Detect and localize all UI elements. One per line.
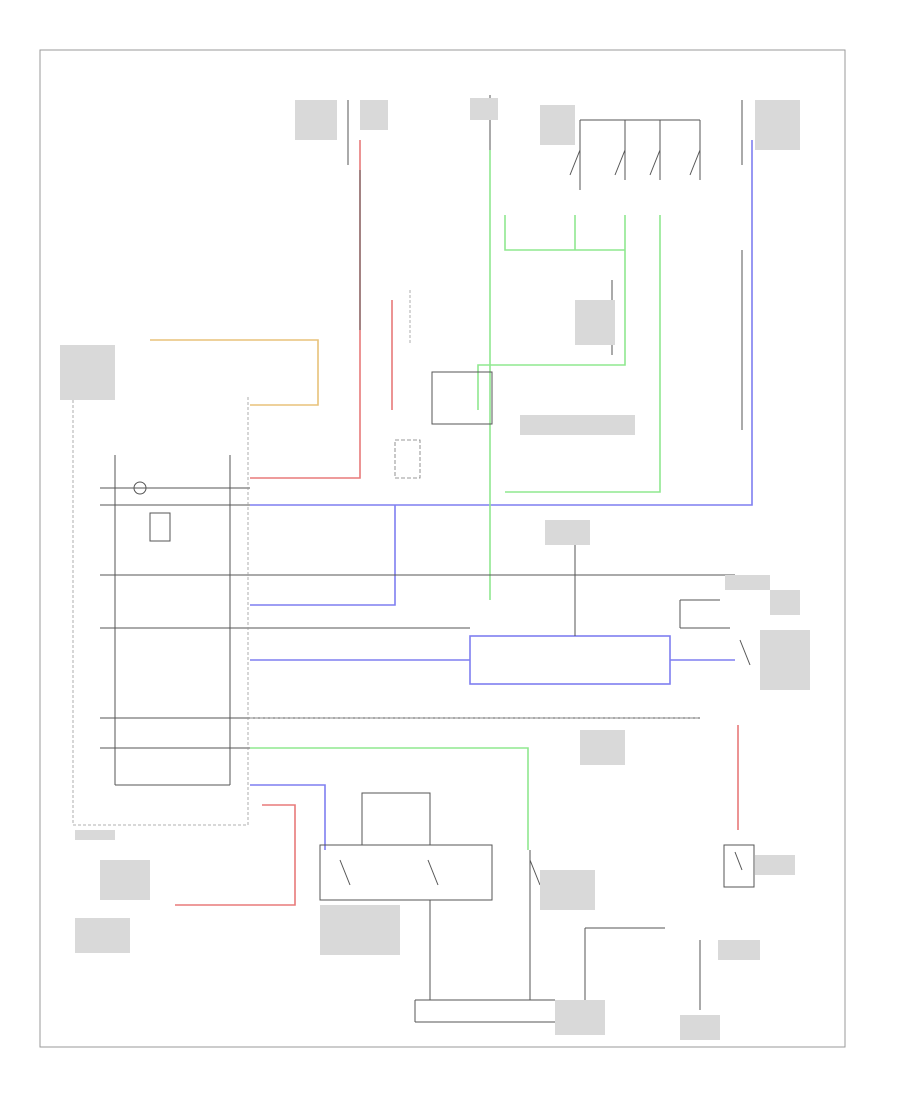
label-blocks (60, 98, 810, 1040)
green-wire-sensor (477, 215, 626, 410)
neutral-wires (100, 95, 743, 1023)
diagram-frame (39, 49, 846, 1048)
power-wires (175, 140, 739, 906)
dashed-boundaries (72, 290, 700, 826)
switch-contacts (339, 149, 751, 886)
signal-module-box (469, 635, 671, 685)
power-wire-lower-left (175, 804, 296, 906)
seat-belt-indicator (149, 512, 171, 542)
components (133, 371, 755, 901)
ignition-switch-box (431, 371, 493, 425)
signal-wires (250, 140, 753, 850)
lamp-wires (150, 339, 319, 406)
seat-belt-buckle-box (394, 439, 421, 479)
airbag-module-top (361, 792, 431, 846)
signal-wire-mid (250, 505, 396, 606)
signal-wire-top (250, 140, 753, 506)
green-wire-lower (250, 747, 529, 850)
airbag-module-box (319, 844, 493, 901)
green-wire-right (505, 215, 661, 493)
ground-feed-wires (250, 150, 661, 850)
power-wire-main (250, 140, 361, 479)
right-sensor-box (723, 844, 755, 888)
signal-wire-lower (250, 784, 326, 850)
lamp-wire-top (150, 339, 319, 406)
green-wire-bus (504, 215, 625, 251)
seat-belt-switch-icon (133, 481, 147, 495)
